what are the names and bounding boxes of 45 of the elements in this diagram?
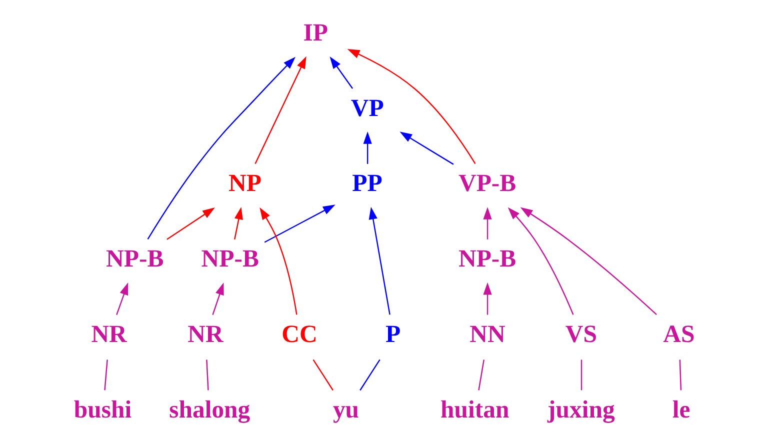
- connector: [678, 360, 682, 390]
- node-text: NP: [228, 170, 261, 198]
- node-text: NP-B: [106, 246, 164, 273]
- node-text: NR: [90, 321, 126, 348]
- arrow: [264, 204, 335, 243]
- arrow: [520, 207, 656, 316]
- arrow: [368, 206, 390, 315]
- connector: [312, 359, 333, 391]
- arrow: [259, 207, 297, 315]
- node-text: yu: [332, 396, 359, 424]
- node-text: CC: [281, 321, 317, 348]
- node-text: le: [672, 396, 690, 424]
- node-text: AS: [662, 321, 694, 348]
- connector: [206, 360, 208, 390]
- arrow: [116, 282, 128, 315]
- node-text: VS: [564, 321, 597, 348]
- node-text: bushi: [73, 396, 132, 424]
- arrow: [507, 207, 574, 315]
- arrow: [234, 207, 242, 240]
- node-text: PP: [352, 170, 382, 198]
- node-text: IP: [302, 19, 328, 46]
- node-text: huitan: [440, 396, 509, 424]
- node-text: NN: [469, 321, 505, 348]
- arrow: [166, 208, 214, 240]
- node-text: VP: [350, 94, 384, 122]
- arrow: [346, 48, 476, 164]
- node-text: VP-B: [458, 170, 516, 198]
- connector: [104, 360, 108, 390]
- connector: [359, 359, 380, 391]
- arrow: [146, 56, 295, 240]
- arrow: [212, 282, 224, 315]
- arrow: [482, 282, 492, 315]
- node-text: NP-B: [458, 246, 516, 273]
- node-text: juxing: [547, 396, 614, 424]
- arrow: [329, 56, 353, 89]
- arrow: [482, 206, 492, 240]
- connector: [478, 360, 484, 390]
- arrow: [362, 132, 372, 164]
- node-text: NR: [187, 321, 223, 348]
- node-text: NP-B: [200, 246, 258, 273]
- node-text: shalong: [168, 396, 250, 424]
- connector: [580, 360, 582, 390]
- arrow: [254, 56, 306, 164]
- arrow: [399, 132, 454, 165]
- node-text: P: [385, 321, 400, 348]
